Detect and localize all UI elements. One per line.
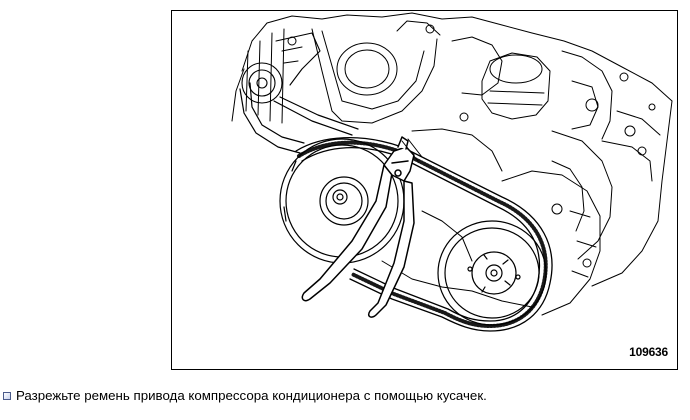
oil-filter bbox=[481, 52, 551, 120]
figure-frame: 109636 bbox=[171, 10, 678, 370]
figure-number: 109636 bbox=[629, 345, 668, 359]
instruction-text: Разрежьте ремень привода компрессора кон… bbox=[16, 388, 487, 403]
cutting-pliers-icon bbox=[301, 136, 415, 318]
ac-drive-belt bbox=[295, 136, 553, 332]
compressor-body bbox=[501, 170, 601, 316]
instruction-line: Разрежьте ремень привода компрессора кон… bbox=[3, 388, 487, 403]
engine-block-outline bbox=[231, 12, 673, 316]
square-bullet-icon bbox=[3, 392, 11, 400]
upper-pulley bbox=[241, 32, 321, 104]
engine-belt-illustration bbox=[231, 12, 673, 332]
upper-belt bbox=[239, 82, 359, 154]
cut-mark bbox=[401, 138, 423, 162]
